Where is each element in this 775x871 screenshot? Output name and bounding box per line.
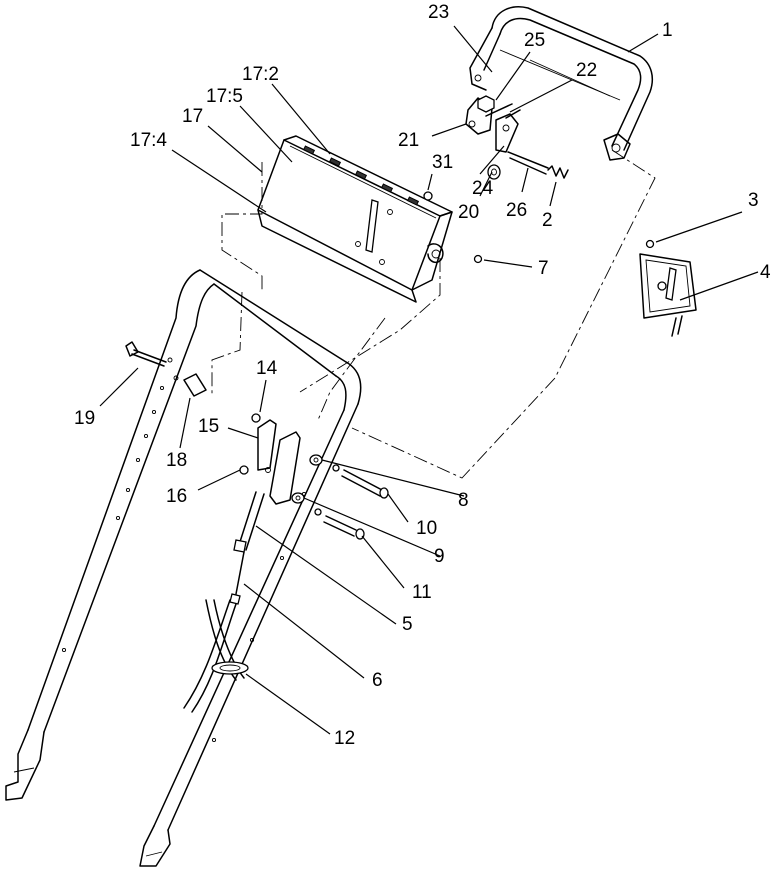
callout-17-5: 17:5 [206,86,243,107]
throttle-plate-assembly [639,239,697,337]
control-panel-housing [257,135,453,303]
callout-20: 20 [458,202,479,223]
callout-19: 19 [74,408,95,429]
callout-6: 6 [372,670,383,691]
callout-8: 8 [458,490,469,511]
callout-16: 16 [166,486,187,507]
callout-1: 1 [662,20,673,41]
callout-9: 9 [434,546,445,567]
callout-17-2: 17:2 [242,64,279,85]
cable-bracket-assembly [239,413,389,540]
callout-14: 14 [256,358,278,379]
callout-15: 15 [198,416,219,437]
callout-2: 2 [542,210,553,231]
callout-23: 23 [428,2,449,23]
callout-11: 11 [412,582,432,603]
callout-3: 3 [748,190,759,211]
leader-lines [99,25,759,735]
callout-24: 24 [472,178,494,199]
callout-12: 12 [334,728,355,749]
main-handle [5,269,362,867]
callout-26: 26 [506,200,527,221]
callout-22: 22 [576,60,597,81]
callout-17-4: 17:4 [130,130,167,151]
callout-21: 21 [398,130,419,151]
callout-10: 10 [416,518,437,539]
lever-assembly [423,95,569,201]
callout-25: 25 [524,30,545,51]
control-cable [183,491,265,713]
bolt-spacer-group [125,341,207,397]
upper-bail-handle [469,6,653,161]
assembly-reference-lines [211,149,656,479]
callout-labels: 1 23 25 22 17:2 17:5 17 17:4 21 31 24 20… [74,2,771,749]
callout-17: 17 [182,106,203,127]
callout-31: 31 [432,152,453,173]
callout-18: 18 [166,450,187,471]
callout-4: 4 [760,262,771,283]
callout-5: 5 [402,614,413,635]
callout-7: 7 [538,258,549,279]
nut-7 [473,254,483,264]
